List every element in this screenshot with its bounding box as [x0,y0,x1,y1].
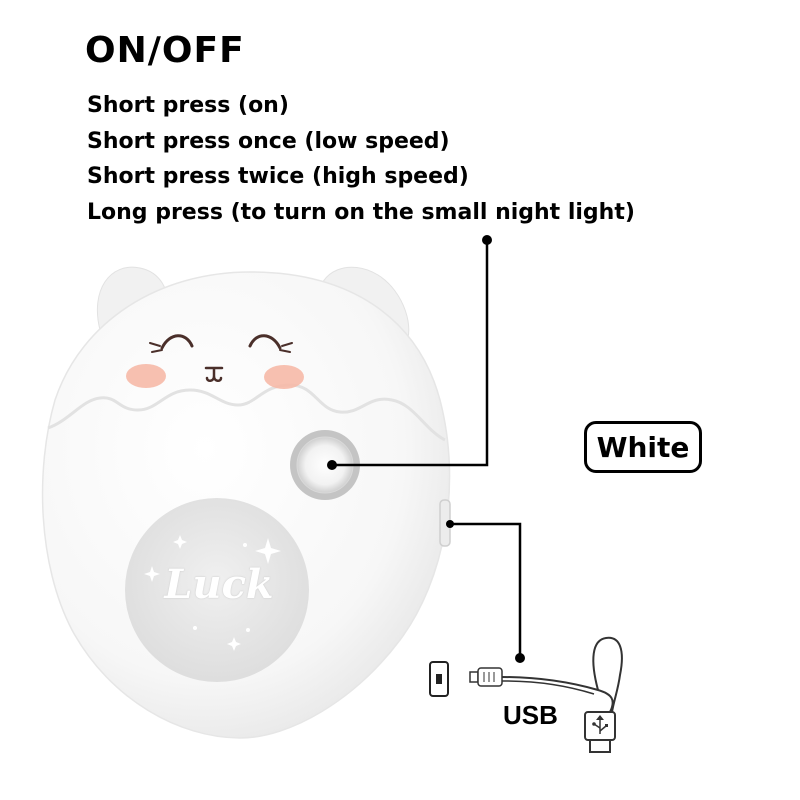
instruction-line: Short press once (low speed) [87,128,450,154]
star-decoration [227,637,241,651]
left-eye [160,334,194,350]
leader-line-button [332,240,489,467]
leader-dot-cable [515,653,525,663]
left-blush [126,364,166,388]
right-blush [264,365,304,389]
luck-text: Luck [164,561,274,608]
dot-decoration [246,628,250,632]
dot-decoration [193,626,197,630]
light-panel [125,498,309,682]
star-decoration [255,538,281,564]
instruction-line: Short press (on) [87,93,289,118]
instruction-list: Short press (on) Short press once (low s… [87,88,635,230]
shell-edge [47,383,446,442]
usb-label: USB [503,700,558,730]
color-badge: White [584,421,702,473]
left-lashes [149,342,163,353]
instruction-line: Long press (to turn on the small night l… [87,199,635,225]
usb-cable-icon [469,636,623,753]
right-lashes [279,342,293,353]
dot-decoration [243,543,247,547]
mouth [204,366,224,382]
right-eye [248,334,282,350]
instruction-line: Short press twice (high speed) [87,164,469,189]
leader-dot-button [327,460,337,470]
star-decoration [173,535,187,549]
leader-line-port [450,522,522,658]
on-off-title: ON/OFF [85,30,245,71]
star-decoration [144,566,160,582]
